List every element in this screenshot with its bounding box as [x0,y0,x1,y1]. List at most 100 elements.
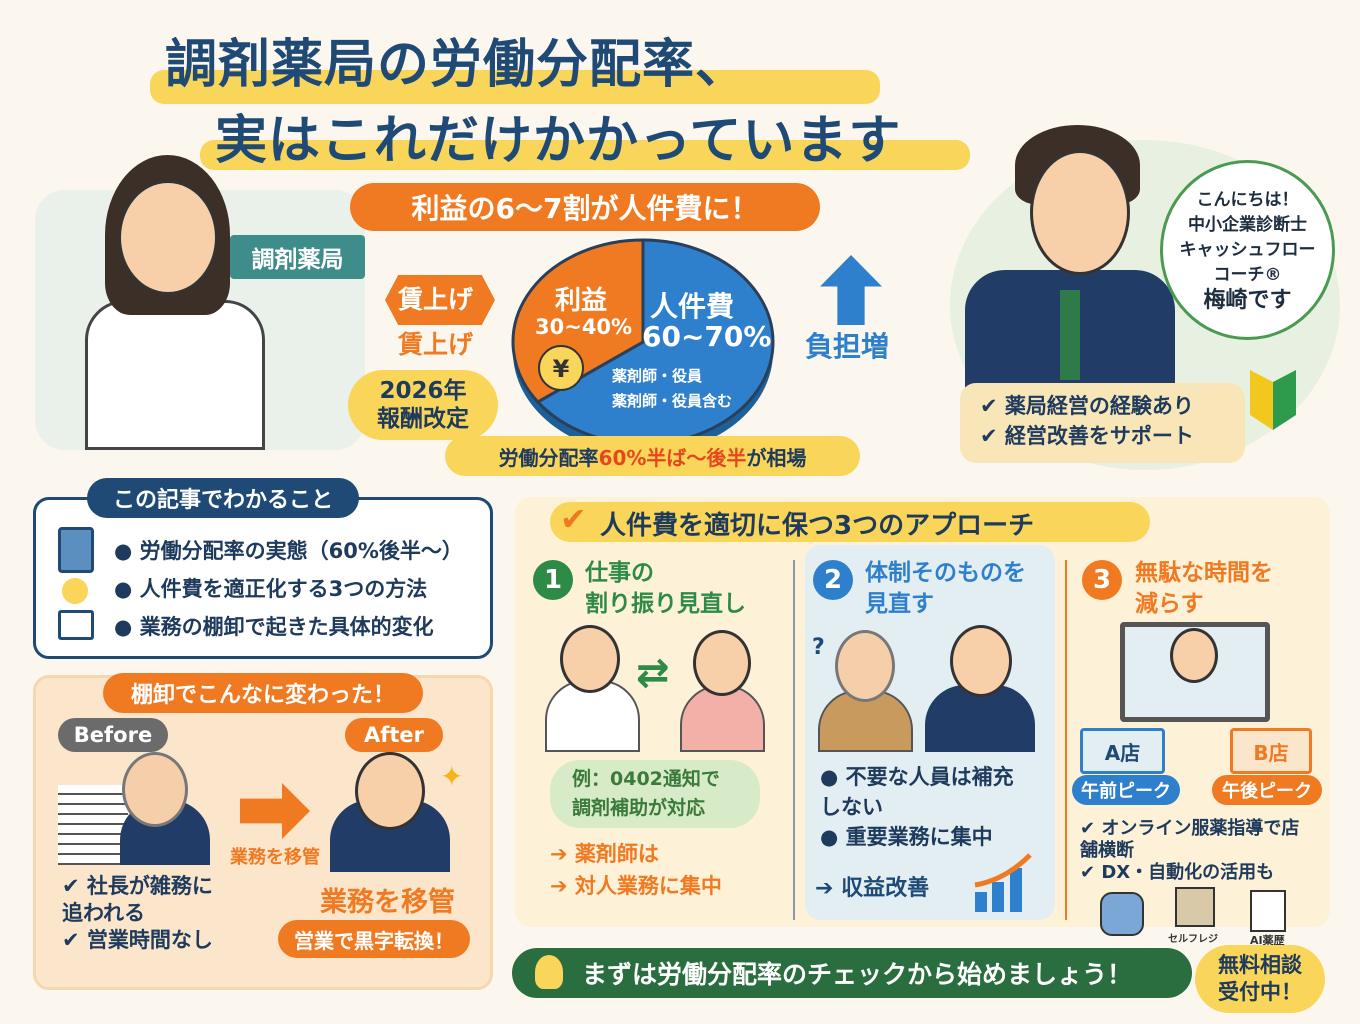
question-icon: ? [812,635,825,660]
learn-box: ● 労働分配率の実態（60%後半〜） ● 人件費を適正化する3つの方法 ● 業務… [33,497,493,659]
wage-up-badge [385,275,495,325]
after-main: 業務を移管 [320,887,455,918]
bubble-name: 梅崎です [1203,287,1292,313]
before-checks: ✔ 社長が雑務に追われる ✔ 営業時間なし [62,873,232,954]
arrow-label: 業務を移管 [230,847,320,868]
after-label: After [345,718,443,752]
point: ● 重要業務に集中 [820,825,993,849]
before-check-item: ✔ 営業時間なし [62,928,213,952]
result-text: 収益改善 [841,876,930,901]
before-ceo-face [122,752,188,827]
approach-2-points: ● 不要な人員は補充しない ● 重要業務に集中 [820,762,1020,852]
title-line: 見直す [865,591,934,617]
lightbulb-icon [62,578,88,604]
title-line: 体制そのものを [865,560,1026,586]
approach-3-checks: ✔ オンライン服薬指導で店舗横断✔ DX・自動化の活用も [1080,818,1300,884]
ratio-note: 労働分配率 60%半ば〜後半が相場 [445,436,860,476]
before-check-text: 社長が雑務に追われる [62,874,213,925]
store-a: A店 [1080,728,1165,774]
ratio-note-highlight: 60%半ば〜後半 [598,445,747,470]
revision-badge: 2026年 報酬改定 [348,370,498,440]
lightbulb-icon [535,955,563,989]
check-text: DX・自動化の活用も [1101,862,1275,883]
burden-label: 負担増 [805,330,890,363]
point: ➔ 薬剤師は [550,842,659,866]
approach-1-points: ➔ 薬剤師は ➔ 対人業務に集中 [550,838,722,902]
point-text: 不要な人員は補充しない [820,765,1014,819]
ratio-note-prefix: 労働分配率 [498,445,599,470]
approach-1-number: 1 [533,560,573,600]
example-line: 調剤補助が対応 [572,797,706,819]
check-icon: ✔ [560,500,587,538]
free-line: 無料相談 [1218,953,1302,977]
free-consultation-badge[interactable]: 無料相談受付中！ [1195,945,1325,1013]
credential-item: ✔ 薬局経営の経験あり [980,394,1194,418]
point: ● 不要な人員は補充しない [820,765,1014,819]
labor-share-pie-chart: ¥ [511,238,775,454]
before-check-text: 営業時間なし [86,928,213,952]
pharmacy-sign: 調剤薬局 [230,235,365,279]
yen-symbol: ¥ [553,355,570,383]
pharmacist-face [560,625,620,693]
credential-text: 薬局経営の経験あり [1004,394,1194,418]
owner-face [835,630,895,702]
store-b: B店 [1230,728,1312,774]
credential-item: ✔ 経営改善をサポート [980,424,1194,448]
peak-b: 午後ピーク [1212,775,1322,805]
point-text: 対人業務に集中 [574,874,722,898]
banner: 利益の6〜7割が人件費に！ [350,183,820,231]
learn-item-text: 労働分配率の実態（60%後半〜） [139,539,463,563]
learn-title: この記事でわかること [87,478,359,518]
exchange-arrow-icon: ⇄ [636,650,670,696]
online-pharmacist-face [1170,628,1218,683]
point-text: 薬剤師は [574,842,659,866]
after-ceo-face [355,752,425,830]
robot-icon [1100,892,1144,936]
revision-label: 報酬改定 [377,406,469,432]
ai-record-label: AI薬歴 [1250,934,1285,947]
labor-cost-note-2: 薬剤師・役員含む [612,392,733,410]
check-item: ✔ オンライン服薬指導で店舗横断 [1080,818,1300,861]
approach-title-bg [550,502,1150,542]
consultant-small-face [950,625,1012,697]
sparkle-icon: ✦ [440,760,464,793]
calculator-icon [58,527,94,573]
peak-a: 午前ピーク [1072,775,1180,805]
change-title: 棚卸でこんなに変わった！ [103,673,423,713]
credential-text: 経営改善をサポート [1004,424,1194,448]
page-title-line2: 実はこれだけかかっています [215,111,902,171]
check-text: オンライン服薬指導で店舗横断 [1080,818,1300,861]
point: ➔ 対人業務に集中 [550,874,722,898]
consultant-tie [1060,290,1080,380]
approach-3-number: 3 [1082,560,1122,600]
bubble-line: コーチ® [1213,264,1282,285]
cta-banner[interactable]: まずは労働分配率のチェックから始めましょう！ [512,948,1192,998]
title-line: 減らす [1135,591,1204,617]
ai-record-icon [1250,890,1286,932]
approach-title: 人件費を適切に保つ3つのアプローチ [600,511,1035,541]
page-title-line1: 調剤薬局の労働分配率、 [165,35,749,95]
profit-label: 利益 [555,286,608,316]
labor-cost-note: 薬剤師・役員 [612,367,703,385]
labor-cost-range: 60~70% [642,320,772,353]
divider [1065,560,1067,920]
bubble-line: キャッシュフロー [1179,239,1316,260]
learn-item: ● 人件費を適正化する3つの方法 [114,577,428,601]
self-register-icon [1175,887,1215,927]
learn-item: ● 労働分配率の実態（60%後半〜） [114,539,463,563]
bubble-line: 中小企業診断士 [1188,214,1307,235]
title-highlight-2 [200,140,970,170]
learn-item: ● 業務の棚卸で起きた具体的変化 [114,615,434,639]
free-line: 受付中！ [1218,980,1302,1004]
title-line: 無駄な時間を [1135,560,1273,586]
check-item: ✔ DX・自動化の活用も [1080,862,1275,883]
labor-cost-label: 人件費 [650,290,735,323]
worried-pharmacist-face [118,180,218,295]
learn-item-text: 業務の棚卸で起きた具体的変化 [139,615,434,639]
approach-3-title: 無駄な時間を減らす [1135,558,1273,620]
speech-bubble: こんにちは！ 中小企業診断士 キャッシュフロー コーチ® 梅崎です [1160,160,1335,340]
before-label: Before [58,718,168,752]
learn-item-text: 人件費を適正化する3つの方法 [139,577,428,601]
example-line: 例：0402通知で [572,768,720,790]
consultant-face [1030,150,1130,275]
